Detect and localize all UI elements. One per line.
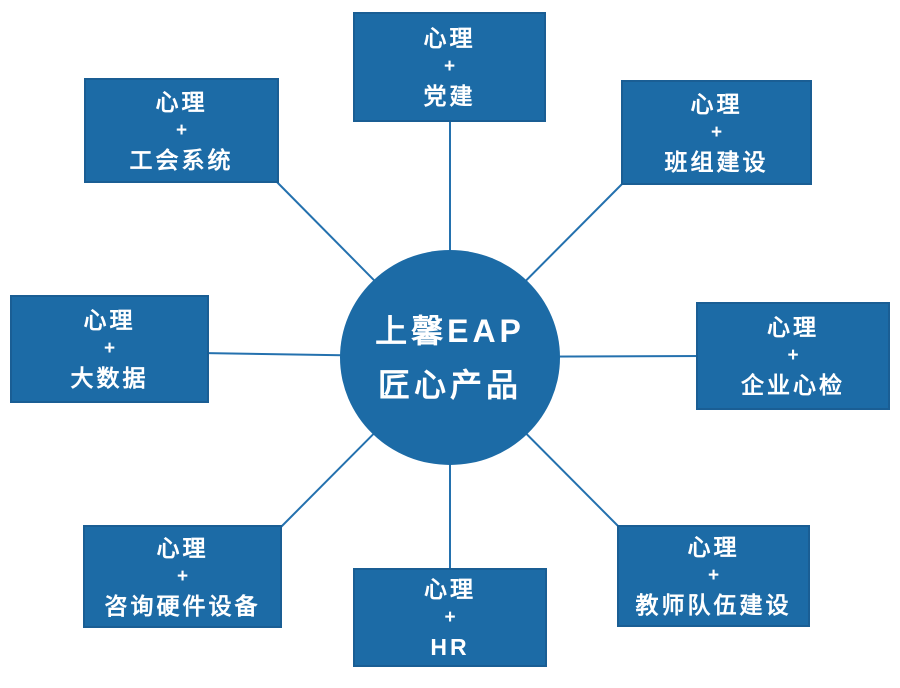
node-psych-team-group-building: 心理 + 班组建设 — [621, 80, 812, 185]
node-line3: 工会系统 — [129, 146, 234, 173]
node-line3: 咨询硬件设备 — [104, 592, 261, 619]
center-title-line2: 匠心产品 — [377, 366, 522, 403]
node-line3: 企业心检 — [741, 372, 845, 398]
node-line1: 心理 — [690, 90, 743, 117]
center-hub-circle: 上馨EAP 匠心产品 — [340, 250, 560, 465]
node-line3: 党建 — [423, 83, 476, 109]
center-title-line1: 上馨EAP — [375, 312, 525, 349]
node-line3: 教师队伍建设 — [635, 592, 792, 618]
node-line1: 心理 — [155, 88, 208, 115]
node-psych-big-data: 心理 + 大数据 — [10, 295, 209, 403]
node-psych-counseling-hardware: 心理 + 咨询硬件设备 — [83, 525, 282, 628]
plus-sign: + — [444, 606, 456, 628]
plus-sign: + — [707, 565, 720, 586]
plus-sign: + — [443, 56, 456, 77]
node-line3: HR — [430, 633, 470, 660]
node-psych-party-building: 心理 + 党建 — [353, 12, 546, 122]
plus-sign: + — [103, 338, 116, 359]
node-psych-hr: 心理 + HR — [353, 568, 547, 667]
node-psych-union-system: 心理 + 工会系统 — [84, 78, 279, 183]
node-line1: 心理 — [687, 534, 740, 560]
node-line1: 心理 — [83, 307, 136, 333]
plus-sign: + — [175, 119, 188, 141]
node-psych-enterprise-mental-check: 心理 + 企业心检 — [696, 302, 890, 410]
node-line3: 班组建设 — [664, 148, 769, 175]
node-line1: 心理 — [423, 25, 476, 51]
plus-sign: + — [710, 121, 723, 143]
node-psych-teacher-team-building: 心理 + 教师队伍建设 — [617, 525, 810, 627]
node-line1: 心理 — [156, 534, 209, 561]
node-line1: 心理 — [767, 314, 819, 340]
plus-sign: + — [176, 565, 189, 587]
plus-sign: + — [787, 345, 799, 366]
node-line1: 心理 — [424, 575, 476, 602]
node-line3: 大数据 — [70, 365, 149, 391]
